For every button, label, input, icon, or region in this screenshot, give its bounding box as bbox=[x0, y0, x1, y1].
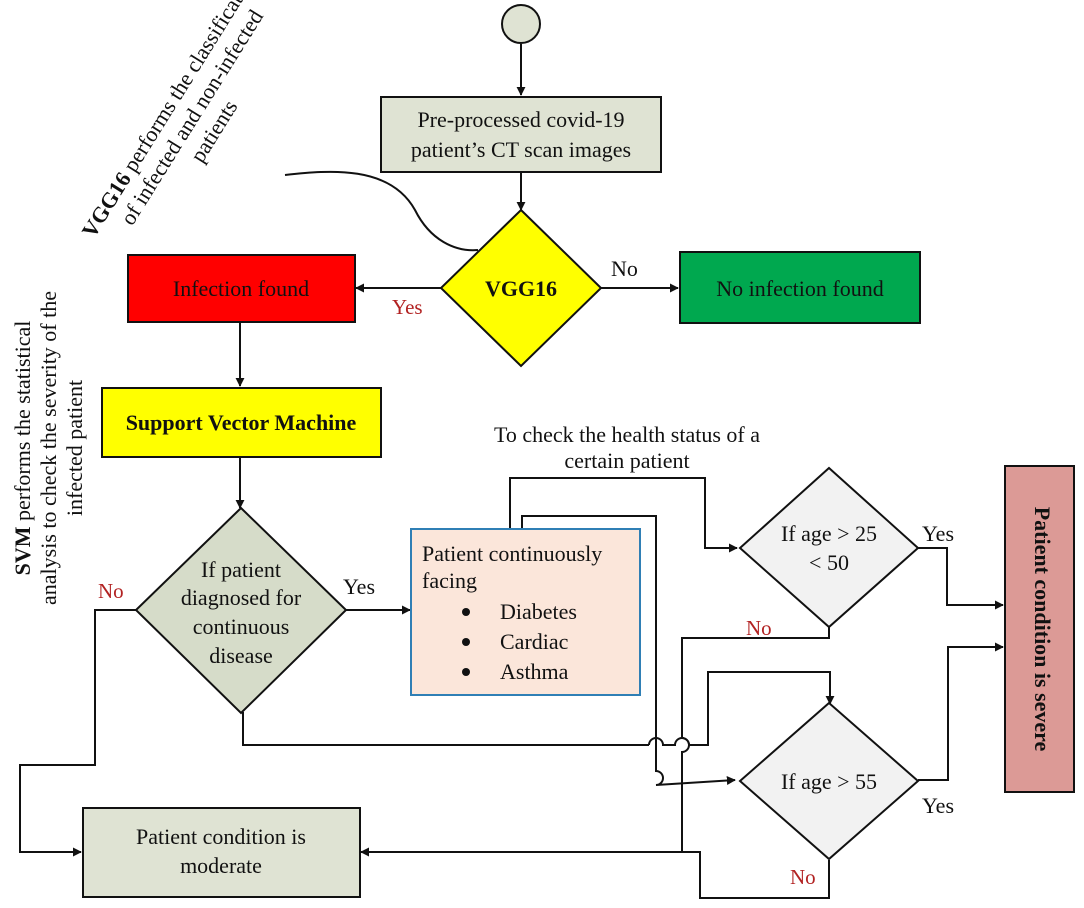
bullet-icon bbox=[462, 608, 470, 616]
edge-age55-yes bbox=[918, 642, 1004, 781]
edge-label-age55-no: No bbox=[790, 865, 816, 889]
preprocess-label-line2: patient’s CT scan images bbox=[411, 137, 631, 162]
infection-found-box: Infection found bbox=[127, 254, 356, 323]
edge-label-diag-no: No bbox=[98, 579, 124, 603]
start-node bbox=[501, 4, 541, 44]
no-infection-label: No infection found bbox=[716, 276, 883, 301]
no-infection-box: No infection found bbox=[679, 251, 921, 324]
preprocess-box: Pre-processed covid-19 patient’s CT scan… bbox=[380, 96, 662, 173]
moderate-label-line1: Patient condition is bbox=[136, 824, 306, 849]
svm-note-bold: SVM bbox=[10, 526, 35, 575]
svm-note: SVM performs the statistical analysis to… bbox=[10, 291, 87, 605]
vgg16-label: VGG16 bbox=[485, 276, 557, 301]
vgg16-note-leader bbox=[284, 170, 479, 252]
bullet-icon bbox=[462, 668, 470, 676]
svm-note-line1: SVM performs the statistical bbox=[10, 321, 35, 576]
edge-label-vgg-no: No bbox=[611, 256, 638, 281]
facing-box: Patient continuously facing Diabetes Car… bbox=[410, 528, 641, 696]
edge-label-vgg-yes: Yes bbox=[392, 295, 423, 319]
edge-label-age-range-yes: Yes bbox=[922, 521, 954, 546]
severe-label: Patient condition is severe bbox=[1030, 507, 1055, 752]
svm-box: Support Vector Machine bbox=[101, 387, 382, 458]
age-55-label: If age > 55 bbox=[781, 769, 877, 794]
age-range-decision: If age > 25 < 50 bbox=[738, 466, 920, 629]
age-55-decision: If age > 55 bbox=[738, 701, 920, 861]
svm-note-line2: analysis to check the severity of the bbox=[36, 291, 61, 605]
facing-item-asthma: Asthma bbox=[500, 659, 569, 684]
edge-age55-no bbox=[360, 847, 830, 899]
diagnosed-decision: If patient diagnosed for continuous dise… bbox=[134, 506, 348, 715]
diagnosed-label-line4: disease bbox=[209, 643, 273, 668]
edge-label-age-range-no: No bbox=[746, 616, 772, 640]
facing-item-cardiac: Cardiac bbox=[500, 629, 569, 654]
svm-note-line3: infected patient bbox=[62, 380, 87, 516]
diagnosed-label-line2: diagnosed for bbox=[181, 585, 302, 610]
edge-age-range-no bbox=[681, 624, 830, 852]
preprocess-label-line1: Pre-processed covid-19 bbox=[417, 107, 624, 132]
connectors bbox=[19, 44, 1004, 899]
severe-box: Patient condition is severe bbox=[1004, 465, 1075, 793]
vgg16-note-line2: of infected and non-infected bbox=[115, 5, 268, 229]
facing-item-diabetes: Diabetes bbox=[500, 599, 577, 624]
moderate-box: Patient condition is moderate bbox=[82, 807, 361, 898]
svm-label: Support Vector Machine bbox=[126, 410, 357, 435]
edge-facing-to-age55 bbox=[521, 515, 736, 786]
facing-label-line1: Patient continuously bbox=[422, 541, 602, 566]
diagnosed-label-line3: continuous bbox=[193, 614, 290, 639]
vgg16-decision: VGG16 bbox=[439, 208, 603, 368]
facing-label-line2: facing bbox=[422, 568, 477, 593]
age-range-label-line2: < 50 bbox=[809, 550, 849, 575]
edge-label-age55-yes: Yes bbox=[922, 793, 954, 818]
svm-note-line1-rest: performs the statistical bbox=[10, 321, 35, 527]
infection-found-label: Infection found bbox=[173, 276, 309, 301]
vgg16-note: VGG16 performs the classification of inf… bbox=[77, 0, 269, 242]
edge-age-range-yes bbox=[918, 547, 1004, 610]
health-status-note-line2: certain patient bbox=[564, 448, 689, 473]
edge-diagnosed-no bbox=[19, 609, 136, 857]
bullet-icon bbox=[462, 638, 470, 646]
edge-label-diag-yes: Yes bbox=[343, 574, 375, 599]
diagnosed-label-line1: If patient bbox=[201, 557, 281, 582]
age-range-label-line1: If age > 25 bbox=[781, 521, 877, 546]
health-status-note-line1: To check the health status of a bbox=[494, 422, 760, 447]
moderate-label-line2: moderate bbox=[180, 853, 262, 878]
edge-facing-to-age-range bbox=[509, 477, 738, 553]
edge-diagnosed-bottom-a bbox=[242, 712, 649, 746]
